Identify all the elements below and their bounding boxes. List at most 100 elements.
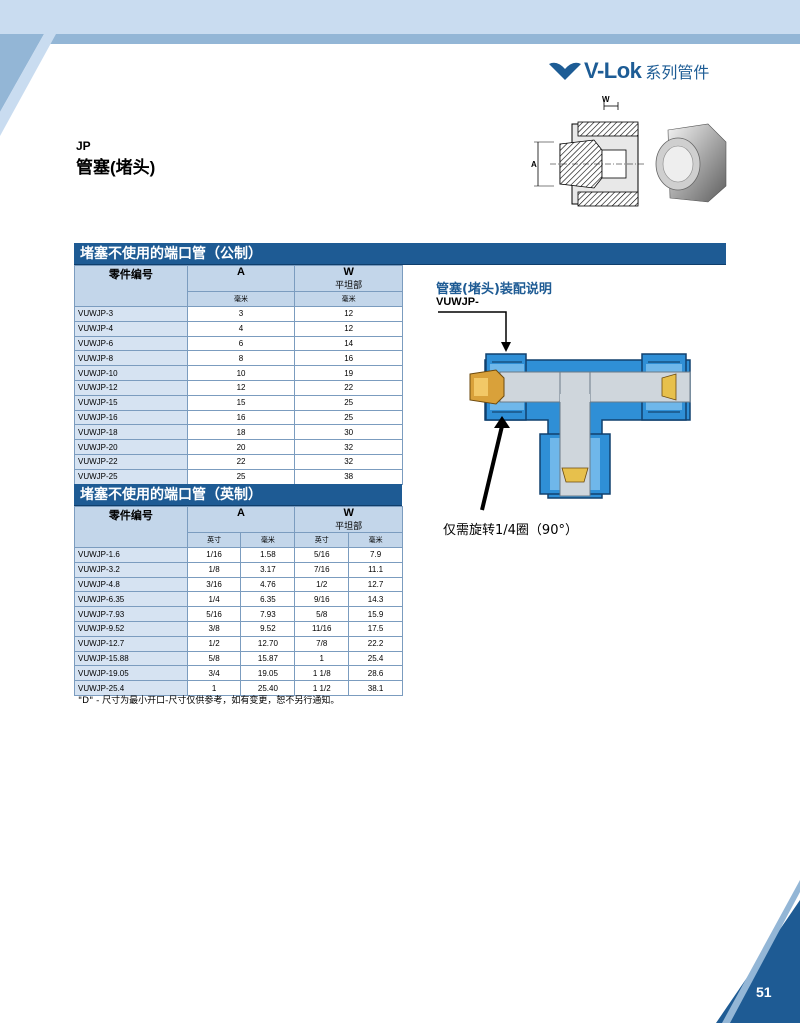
a-in-cell: 3/4	[186, 665, 242, 682]
label-w: W	[602, 95, 610, 104]
turn-instruction: 仅需旋转1/4圈（90°）	[443, 523, 578, 538]
a-mm-cell: 1.58	[240, 547, 296, 563]
a-mm-cell: 15	[186, 394, 296, 411]
a-mm-cell: 3	[186, 306, 296, 322]
imperial-section-header: 堵塞不使用的端口管（英制）	[74, 484, 402, 506]
a-in-cell: 1/8	[186, 561, 242, 578]
w-mm-cell: 22	[294, 379, 403, 396]
part-number-cell: VUWJP-25.4	[74, 680, 188, 696]
unit-w-mm: 毫米	[294, 291, 403, 307]
product-code: JP	[76, 139, 91, 153]
a-mm-cell: 22	[186, 453, 296, 470]
part-number-cell: VUWJP-3.2	[74, 561, 188, 578]
part-number-cell: VUWJP-16	[74, 409, 188, 426]
w-mm-cell: 15.9	[348, 606, 403, 622]
w-in-cell: 7/16	[294, 561, 350, 578]
w-mm-cell: 14	[294, 335, 403, 352]
wing-icon	[549, 62, 581, 80]
a-mm-cell: 8	[186, 350, 296, 367]
assembly-code: VUWJP-	[436, 296, 479, 308]
part-number-cell: VUWJP-25	[74, 468, 188, 485]
a-mm-cell: 18	[186, 424, 296, 441]
w-mm-cell: 12	[294, 320, 403, 337]
a-mm-cell: 4	[186, 320, 296, 337]
a-mm-cell: 7.93	[240, 606, 296, 622]
part-number-cell: VUWJP-7.93	[74, 606, 188, 622]
a-in-cell: 5/16	[186, 606, 242, 622]
w-in-cell: 1	[294, 650, 350, 667]
brand-subtitle: 系列管件	[645, 63, 710, 82]
w-in-cell: 9/16	[294, 591, 350, 608]
a-in-cell: 3/8	[186, 620, 242, 637]
col-header-a: A	[186, 506, 296, 533]
col-header-part: 零件编号	[74, 506, 188, 548]
part-number-cell: VUWJP-15.88	[74, 650, 188, 667]
unit-w-in: 英寸	[294, 532, 350, 548]
footnote: "D" - 尺寸为最小开口-尺寸仅供参考，如有变更，恕不另行通知。	[78, 696, 340, 706]
part-number-cell: VUWJP-22	[74, 453, 188, 470]
w-mm-cell: 38.1	[348, 680, 403, 696]
w-in-cell: 7/8	[294, 635, 350, 652]
w-in-cell: 11/16	[294, 620, 350, 637]
w-mm-cell: 14.3	[348, 591, 403, 608]
a-mm-cell: 25.40	[240, 680, 296, 696]
w-mm-cell: 25	[294, 409, 403, 426]
w-mm-cell: 38	[294, 468, 403, 485]
w-mm-cell: 12	[294, 306, 403, 322]
plug-cross-section-drawing: W A	[531, 95, 727, 207]
a-mm-cell: 25	[186, 468, 296, 485]
unit-a-in: 英寸	[186, 532, 242, 548]
metric-section-title: 堵塞不使用的端口管（公制）	[80, 246, 262, 262]
a-mm-cell: 10	[186, 365, 296, 381]
unit-a-mm: 毫米	[186, 291, 296, 307]
corner-decoration	[0, 34, 56, 136]
part-number-cell: VUWJP-4.8	[74, 576, 188, 593]
top-band	[0, 0, 800, 34]
part-number-cell: VUWJP-6	[74, 335, 188, 352]
w-mm-cell: 17.5	[348, 620, 403, 637]
w-in-cell: 1/2	[294, 576, 350, 593]
col-header-part: 零件编号	[74, 265, 188, 307]
part-number-cell: VUWJP-12.7	[74, 635, 188, 652]
col-header-w-label: W	[343, 507, 354, 519]
col-header-a: A	[186, 265, 296, 292]
a-in-cell: 1/4	[186, 591, 242, 608]
unit-a-mm: 毫米	[240, 532, 296, 548]
a-mm-cell: 20	[186, 439, 296, 455]
w-mm-cell: 7.9	[348, 547, 403, 563]
a-mm-cell: 4.76	[240, 576, 296, 593]
a-mm-cell: 9.52	[240, 620, 296, 637]
brand-name: V-Lok	[584, 58, 642, 83]
w-mm-cell: 30	[294, 424, 403, 441]
col-header-w-sub: 平坦部	[335, 280, 363, 290]
label-a: A	[531, 160, 537, 169]
a-in-cell: 3/16	[186, 576, 242, 593]
a-mm-cell: 16	[186, 409, 296, 426]
part-number-cell: VUWJP-10	[74, 365, 188, 381]
w-mm-cell: 16	[294, 350, 403, 367]
col-header-w-label: W	[343, 266, 354, 278]
w-mm-cell: 25	[294, 394, 403, 411]
product-title: 管塞(堵头)	[76, 158, 156, 177]
a-mm-cell: 3.17	[240, 561, 296, 578]
w-mm-cell: 25.4	[348, 650, 403, 667]
top-rule	[45, 34, 800, 44]
w-mm-cell: 32	[294, 453, 403, 470]
page-number: 51	[756, 984, 772, 1000]
w-mm-cell: 28.6	[348, 665, 403, 682]
